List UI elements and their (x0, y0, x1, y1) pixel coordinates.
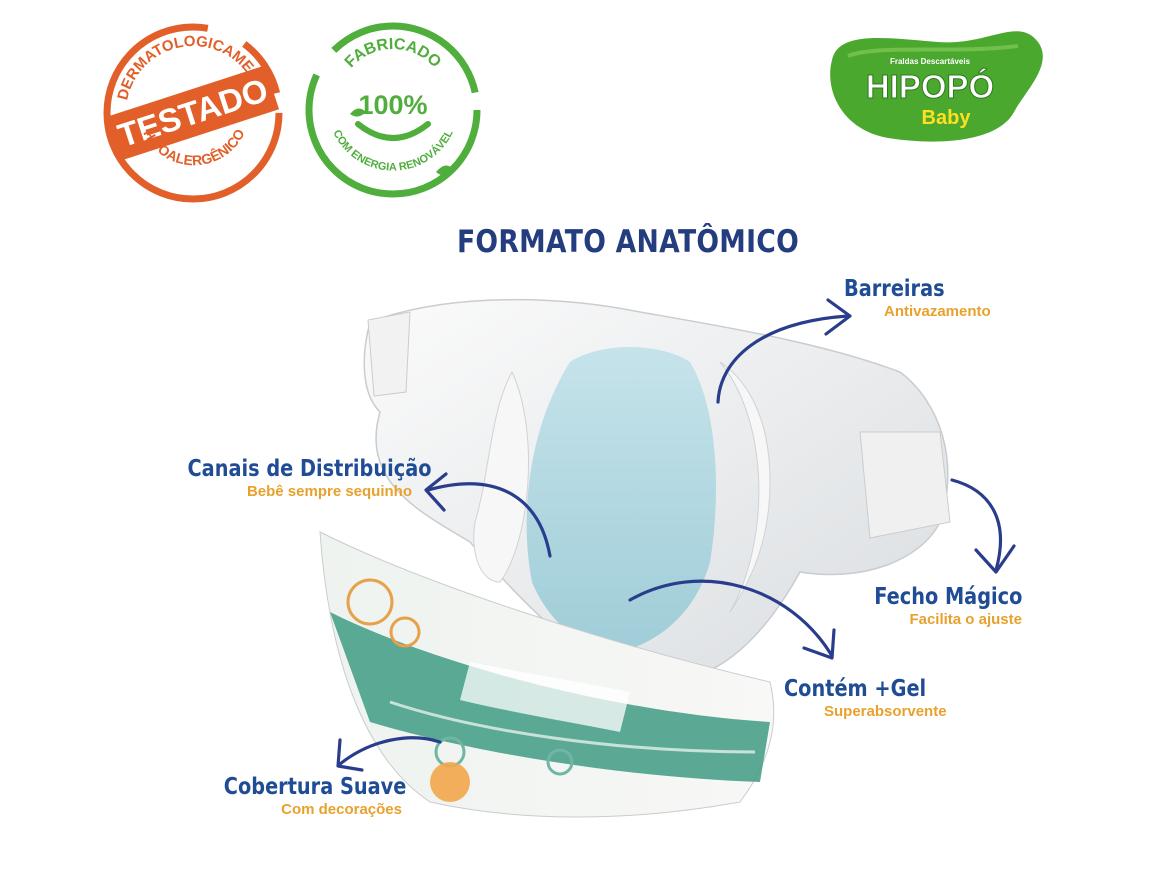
page-title: FORMATO ANATÔMICO (456, 224, 800, 260)
callout-fecho-sub: Facilita o ajuste (909, 611, 1022, 628)
front-logo-badge (430, 762, 470, 802)
arrow-cobertura (338, 736, 442, 766)
callout-gel-title: Contém +Gel (784, 676, 927, 702)
left-wing-tab (367, 311, 411, 397)
callout-barreiras-sub: Antivazamento (884, 303, 991, 320)
callout-gel: Contém +Gel Superabsorvente (784, 676, 953, 720)
arrow-gel (628, 579, 834, 658)
testado-banner (106, 65, 280, 161)
callout-canais: Canais de Distribuição Bebê sempre sequi… (141, 456, 432, 500)
logo-blob (830, 31, 1043, 142)
dermatologically-tested-stamp: DERMATOLOGICAMENTE TESTADO HIPOALERGÊNIC… (103, 23, 283, 203)
stamp-energy-center-text: 100% (358, 90, 427, 120)
callout-gel-sub: Superabsorvente (824, 703, 947, 720)
hipopo-baby-logo: Fraldas Descartáveis HIPOPÓ Baby (830, 31, 1043, 142)
callout-barreiras-title: Barreiras (844, 276, 945, 302)
logo-sub: Baby (922, 107, 972, 129)
callout-canais-title: Canais de Distribuição (187, 456, 432, 482)
callout-cobertura: Cobertura Suave Com decorações (189, 774, 406, 818)
right-wing-tab (859, 431, 951, 539)
arrow-fecho (950, 478, 1002, 572)
smile-arc (355, 121, 431, 141)
leaf-icon (436, 165, 454, 176)
callout-barreiras: Barreiras Antivazamento (844, 276, 991, 320)
callout-fecho: Fecho Mágico Facilita o ajuste (846, 584, 1022, 628)
callout-cobertura-sub: Com decorações (281, 801, 402, 818)
callout-fecho-title: Fecho Mágico (873, 584, 1022, 610)
renewable-energy-stamp: FABRICADO 100% COM ENERGIA RENOVÁVEL (305, 22, 481, 198)
diaper-illustration (319, 298, 951, 818)
callout-cobertura-title: Cobertura Suave (223, 774, 406, 800)
absorbent-core (526, 347, 716, 653)
decoration-hippo (346, 578, 394, 626)
waistband-logo-patch (460, 662, 630, 732)
leaf-icon (350, 108, 366, 117)
left-barrier (473, 370, 529, 583)
right-barrier (719, 361, 771, 613)
arrow-canais (426, 482, 552, 558)
logo-tagline: Fraldas Descartáveis (890, 57, 971, 66)
logo-brand: HIPOPÓ (866, 68, 994, 105)
arrow-barreiras (716, 314, 850, 404)
callout-canais-sub: Bebê sempre sequinho (246, 483, 412, 500)
